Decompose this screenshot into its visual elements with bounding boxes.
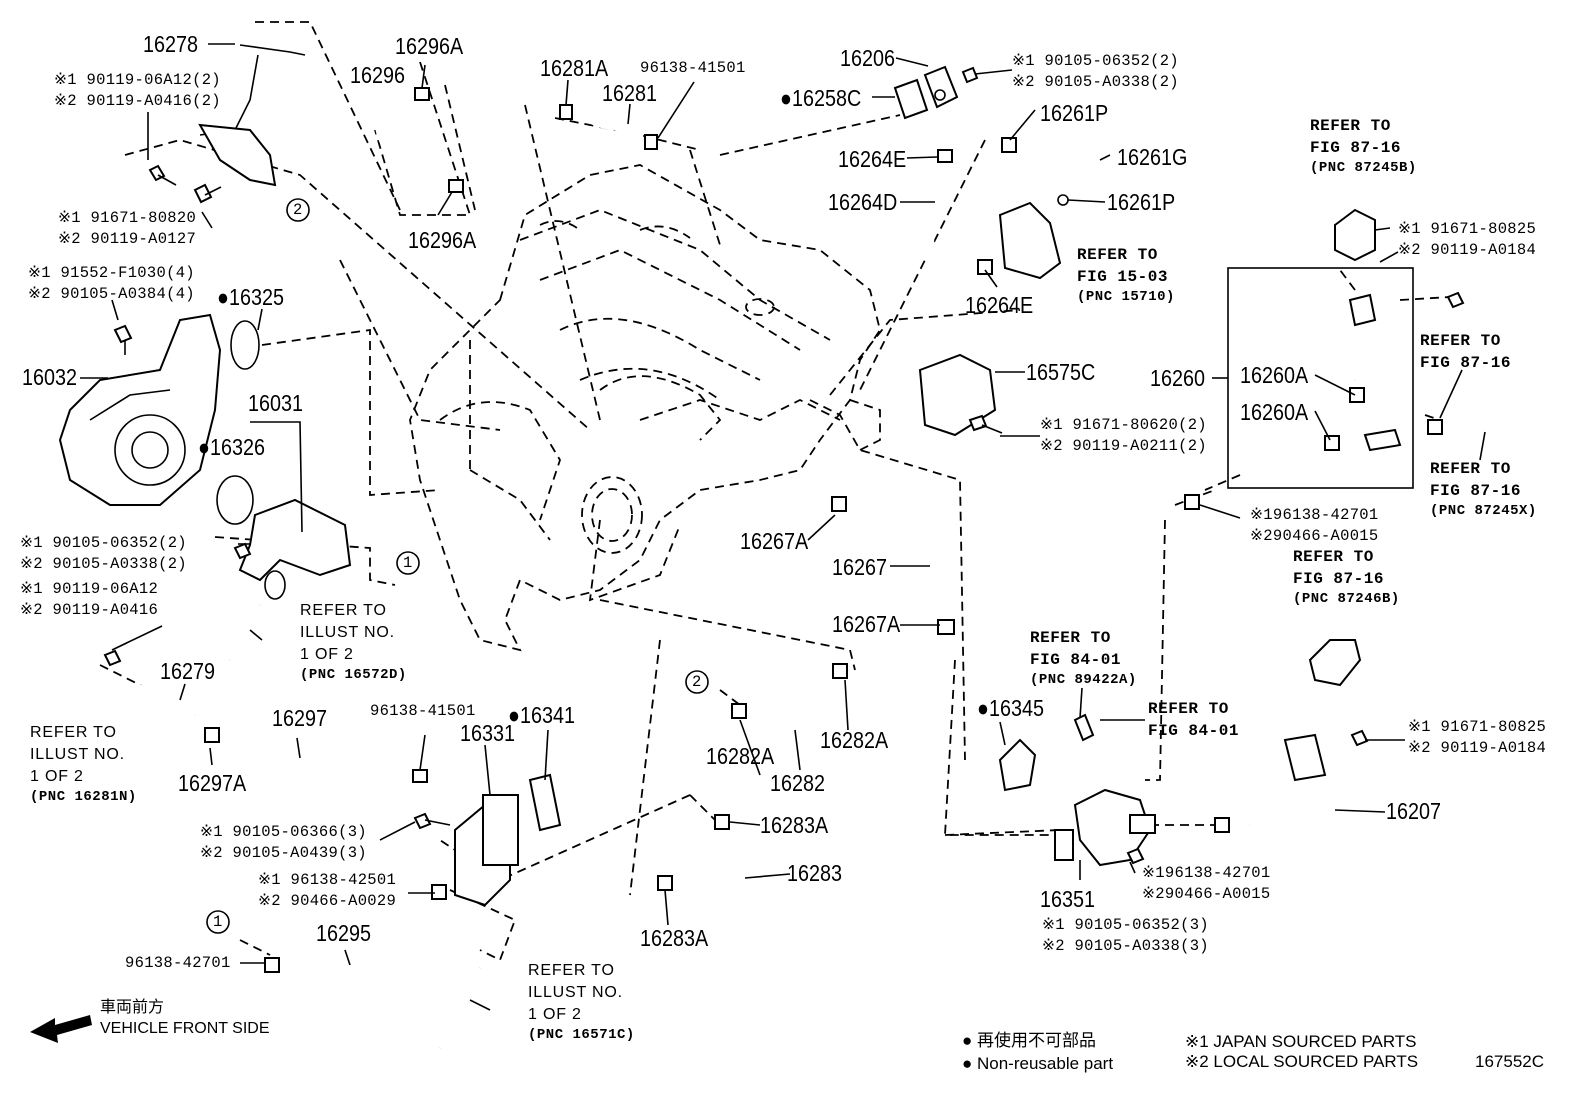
part-number: 16264E bbox=[965, 292, 1034, 318]
legend-japan-sourced: ※1 JAPAN SOURCED PARTS bbox=[1185, 1032, 1417, 1051]
part-number-local: ※2 90466-A0029 bbox=[258, 892, 397, 910]
part-number: ●16325 bbox=[217, 284, 284, 310]
legend-nonreusable-jp: ● 再使用不可部品 bbox=[962, 1031, 1096, 1050]
part-number-local: ※2 90119-A0184 bbox=[1398, 241, 1537, 259]
part-number: 16282A bbox=[820, 727, 889, 753]
leader-lines bbox=[80, 43, 1486, 1011]
part-number-local: ※290466-A0015 bbox=[1142, 885, 1271, 903]
vehicle-front-label-jp: 車両前方 bbox=[100, 999, 165, 1016]
part-number: 16267 bbox=[832, 554, 888, 580]
illustration-number: 167552C bbox=[1475, 1052, 1545, 1071]
part-number-local: ※2 90105-A0384(4) bbox=[28, 285, 195, 303]
part-number: 16031 bbox=[248, 390, 304, 416]
callout-number: 1 bbox=[403, 554, 413, 572]
part-number: 16282 bbox=[770, 770, 826, 796]
part-number-japan: ※1 90119-06A12(2) bbox=[54, 71, 221, 89]
part-number-local: ※290466-A0015 bbox=[1250, 527, 1379, 545]
part-number-japan: ※1 90105-06352(3) bbox=[1042, 916, 1209, 934]
part-number: 16281A bbox=[540, 55, 609, 81]
part-number-japan: ※1 91671-80825 bbox=[1408, 718, 1547, 736]
part-number: 16260A bbox=[1240, 399, 1309, 425]
part-number-local: ※2 90119-A0416(2) bbox=[54, 92, 221, 110]
leader-lines-dashed bbox=[99, 21, 1451, 962]
part-number-local: ※2 90105-A0439(3) bbox=[200, 844, 367, 862]
part-number: 16267A bbox=[832, 611, 901, 637]
callout-number: 1 bbox=[213, 913, 223, 931]
part-number: 16351 bbox=[1040, 886, 1096, 912]
part-number: 16264D bbox=[828, 189, 898, 215]
callout-number: 2 bbox=[293, 201, 303, 219]
part-number: 16575C bbox=[1026, 359, 1096, 385]
legend-nonreusable: ● Non-reusable part bbox=[962, 1054, 1114, 1073]
part-number-japan: ※1 96138-42501 bbox=[258, 871, 397, 889]
part-number: 16296A bbox=[408, 227, 477, 253]
part-number: ●16258C bbox=[780, 85, 862, 111]
part-number: 96138-41501 bbox=[370, 702, 476, 720]
part-number: 16261P bbox=[1107, 189, 1176, 215]
vehicle-front-label: VEHICLE FRONT SIDE bbox=[100, 1020, 270, 1037]
part-number: 16295 bbox=[316, 920, 372, 946]
part-number-japan: ※196138-42701 bbox=[1250, 506, 1379, 524]
legend-local-sourced: ※2 LOCAL SOURCED PARTS bbox=[1185, 1052, 1419, 1071]
part-number-japan: ※1 91552-F1030(4) bbox=[28, 264, 195, 282]
part-number-japan: ※1 90105-06366(3) bbox=[200, 823, 367, 841]
part-number: 16260A bbox=[1240, 362, 1309, 388]
part-number: 16283 bbox=[787, 860, 843, 886]
part-number: ●16345 bbox=[977, 695, 1044, 721]
part-number: 16261P bbox=[1040, 100, 1109, 126]
part-number: 16283A bbox=[640, 925, 709, 951]
part-number: 16267A bbox=[740, 528, 809, 554]
part-number: 16261G bbox=[1117, 144, 1188, 170]
part-number: 16331 bbox=[460, 720, 516, 746]
part-number: 16207 bbox=[1386, 798, 1442, 824]
part-number-japan: ※1 91671-80620(2) bbox=[1040, 416, 1207, 434]
part-number: 16282A bbox=[706, 743, 775, 769]
part-number: 96138-41501 bbox=[640, 59, 746, 77]
callout-circles bbox=[206, 198, 709, 934]
part-number: 16296A bbox=[395, 33, 464, 59]
part-number: 16278 bbox=[143, 31, 199, 57]
part-number-japan: ※1 91671-80825 bbox=[1398, 220, 1537, 238]
part-number-local: ※2 90105-A0338(2) bbox=[20, 555, 187, 573]
engine-block-outline bbox=[409, 164, 881, 652]
part-number: 16206 bbox=[840, 45, 896, 71]
part-number: ●16341 bbox=[508, 702, 575, 728]
parts bbox=[40, 44, 1495, 1052]
part-number: ●16326 bbox=[198, 434, 265, 460]
part-number-local: ※2 90105-A0338(2) bbox=[1012, 73, 1179, 91]
part-number: 16260 bbox=[1150, 365, 1206, 391]
part-number-local: ※2 90119-A0184 bbox=[1408, 739, 1547, 757]
part-number-local: ※2 90119-A0127 bbox=[58, 230, 197, 248]
part-number: 16279 bbox=[160, 658, 216, 684]
vehicle-front-arrow-icon bbox=[30, 1015, 92, 1043]
part-number-local: ※2 90119-A0416 bbox=[20, 601, 159, 619]
part-number: 16283A bbox=[760, 812, 829, 838]
part-number-local: ※2 90119-A0211(2) bbox=[1040, 437, 1207, 455]
part-number: 16032 bbox=[22, 364, 78, 390]
part-number-japan: ※1 91671-80820 bbox=[58, 209, 197, 227]
part-number: 96138-42701 bbox=[125, 954, 231, 972]
part-number-japan: ※1 90105-06352(2) bbox=[20, 534, 187, 552]
part-number: 16297 bbox=[272, 705, 328, 731]
part-number: 16264E bbox=[838, 146, 907, 172]
callout-number: 2 bbox=[692, 673, 702, 691]
part-number: 16297A bbox=[178, 770, 247, 796]
part-number: 16281 bbox=[602, 80, 658, 106]
part-number: 16296 bbox=[350, 62, 406, 88]
part-number-local: ※2 90105-A0338(3) bbox=[1042, 937, 1209, 955]
part-number-japan: ※1 90119-06A12 bbox=[20, 580, 159, 598]
part-number-japan: ※1 90105-06352(2) bbox=[1012, 52, 1179, 70]
part-number-japan: ※196138-42701 bbox=[1142, 864, 1271, 882]
